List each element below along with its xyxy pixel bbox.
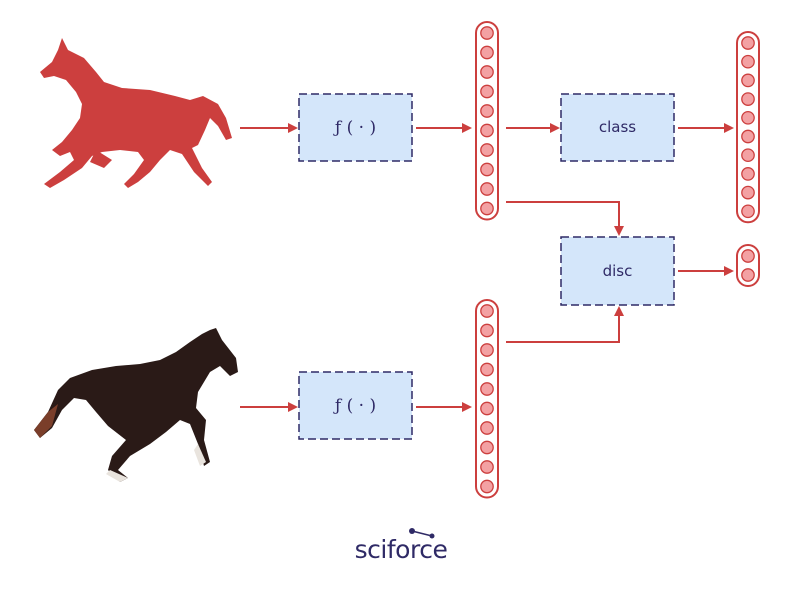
feature-node — [480, 479, 494, 494]
feature-node — [480, 162, 494, 177]
arrow-features-bottom-to-disc — [506, 306, 624, 343]
feature-node — [480, 343, 494, 357]
disc-box-label: disc — [603, 262, 633, 280]
class-output-node — [741, 185, 755, 200]
disc-output-node — [741, 249, 755, 263]
class-output-node — [741, 73, 755, 88]
class-output-node — [741, 167, 755, 181]
feature-function-label-top: ƒ ( · ) — [333, 118, 376, 138]
feature-function-box-top — [298, 93, 413, 162]
dark-horse-image — [34, 328, 238, 482]
class-output-node — [741, 148, 755, 163]
feature-node — [480, 143, 494, 157]
feature-node — [480, 84, 494, 99]
red-horse-image — [40, 38, 232, 188]
feature-node — [480, 460, 494, 474]
feature-node — [480, 123, 494, 138]
class-output-node — [741, 92, 755, 106]
feature-node — [480, 65, 494, 79]
feature-node — [480, 362, 494, 377]
feature-node — [480, 26, 494, 40]
class-box-label: class — [599, 118, 636, 136]
feature-node — [480, 382, 494, 396]
feature-node — [480, 323, 494, 338]
feature-node — [480, 304, 494, 318]
feature-node — [480, 421, 494, 435]
class-output-node — [741, 110, 755, 125]
brand-logo-text: sciforce — [355, 535, 448, 564]
feature-vector-top — [475, 21, 499, 221]
class-output-node — [741, 54, 755, 69]
arrow-features-top-to-disc — [506, 201, 624, 236]
class-output-vector — [736, 31, 760, 224]
feature-node — [480, 401, 494, 416]
disc-output-node — [741, 268, 755, 282]
class-output-node — [741, 36, 755, 50]
feature-node — [480, 182, 494, 196]
feature-node — [480, 440, 494, 455]
class-output-node — [741, 204, 755, 219]
feature-node — [480, 45, 494, 60]
sciforce-logo: sciforce — [355, 528, 448, 564]
feature-function-box-bottom — [298, 371, 413, 440]
class-box — [560, 93, 675, 162]
class-output-node — [741, 129, 755, 144]
feature-node — [480, 201, 494, 216]
feature-node — [480, 104, 494, 118]
feature-vector-bottom — [475, 299, 499, 499]
feature-function-label-bottom: ƒ ( · ) — [333, 396, 376, 416]
disc-output-vector — [736, 244, 760, 287]
disc-box — [560, 236, 675, 306]
